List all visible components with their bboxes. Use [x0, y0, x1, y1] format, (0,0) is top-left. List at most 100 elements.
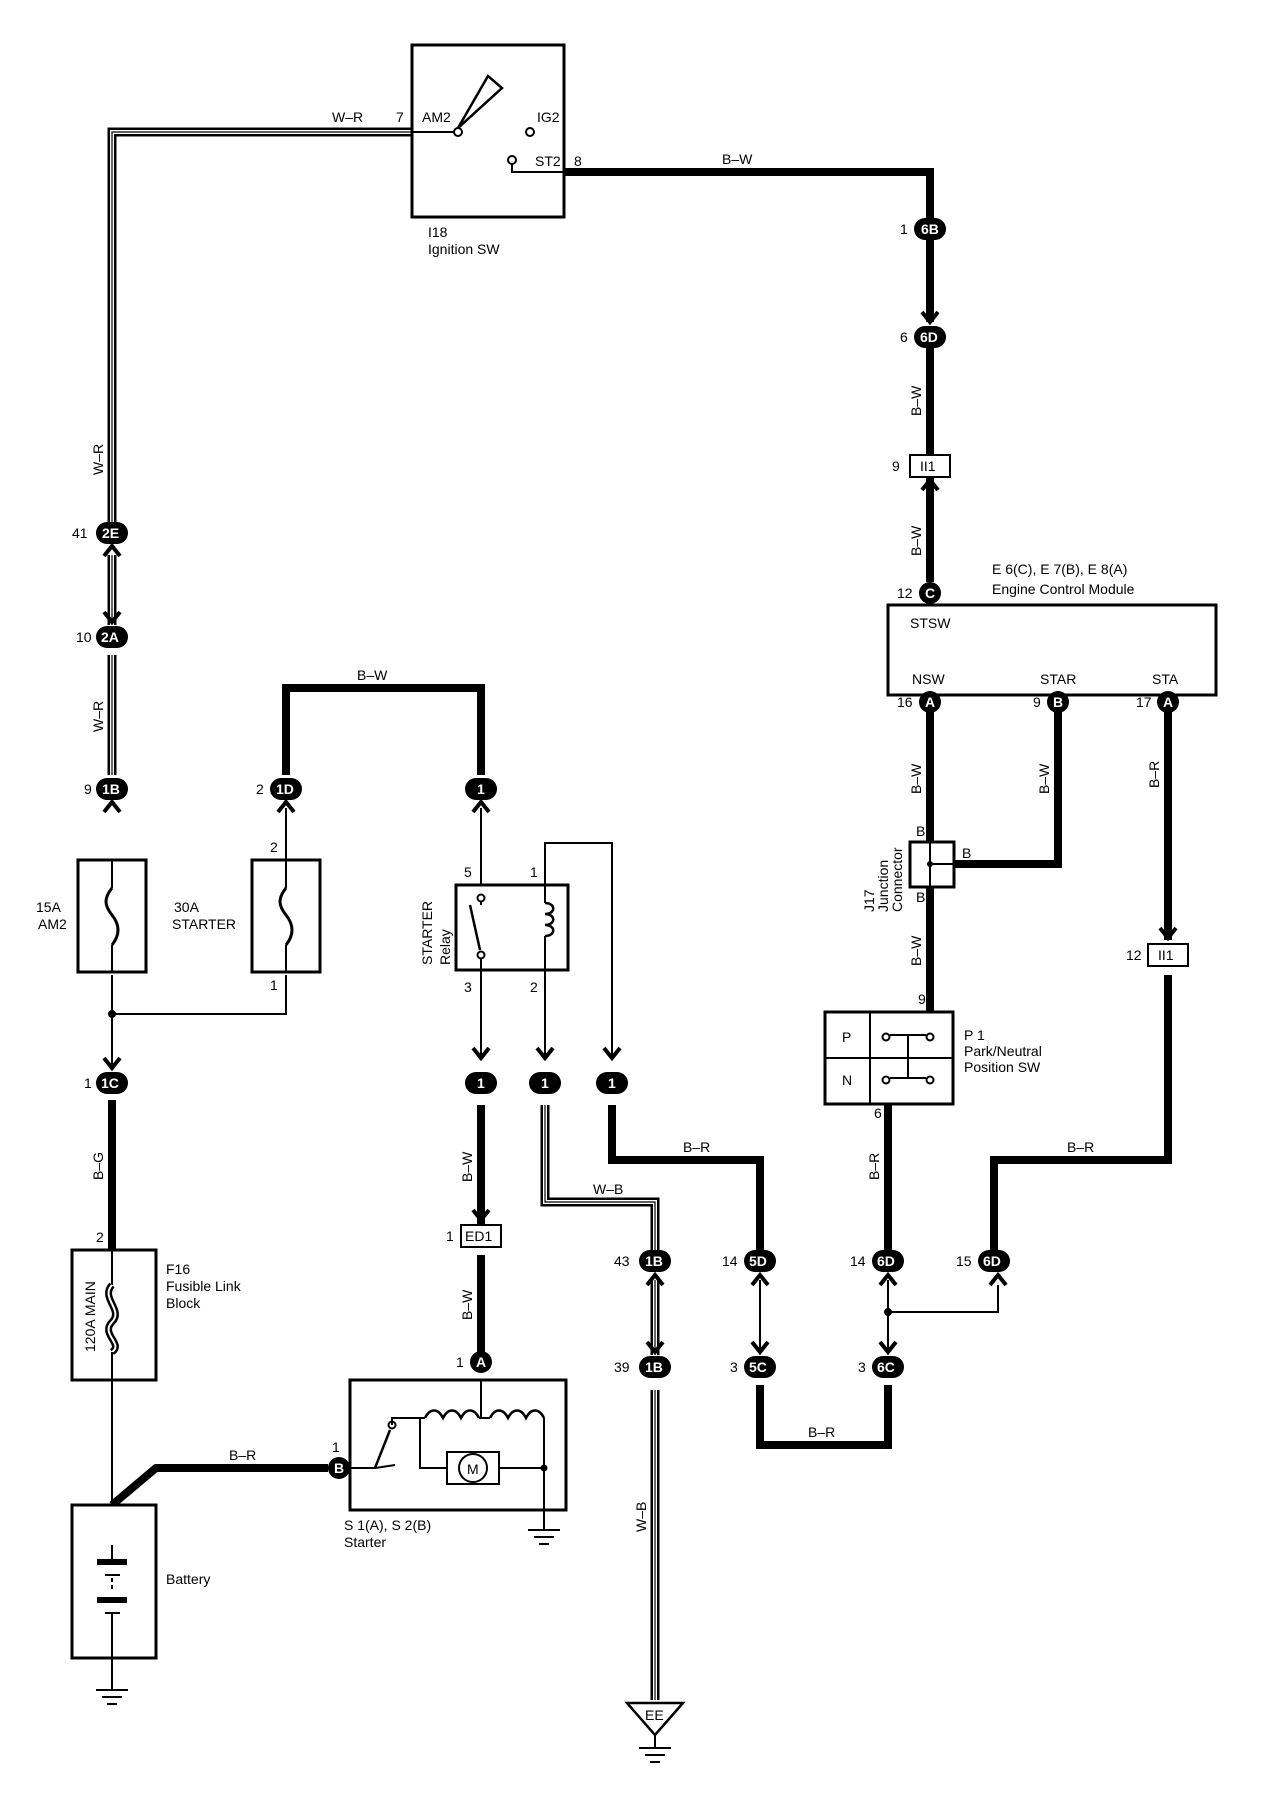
wire-label: W–R: [90, 444, 106, 475]
wire-label: B–G: [90, 1152, 106, 1180]
svg-text:5C: 5C: [749, 1359, 767, 1375]
connector-relay-coil: 1: [596, 1072, 628, 1094]
chevron-icon: [102, 1056, 122, 1072]
pn-pin6: 6: [874, 1105, 882, 1121]
connector-ed1: ED1 1: [446, 1224, 502, 1248]
svg-text:9: 9: [84, 781, 92, 797]
connector-2a: 2A 10: [76, 626, 128, 648]
wire-label: B–R: [1146, 761, 1162, 788]
wire-w-r-am2: [107, 127, 412, 775]
svg-text:14: 14: [722, 1253, 738, 1269]
connector-6d-15: 6D 15: [956, 1250, 1010, 1272]
svg-text:6D: 6D: [983, 1253, 1001, 1269]
chevron-icon: [645, 1340, 665, 1356]
wire-b-w-starter-relay: [282, 684, 485, 775]
jc-sub: Connector: [889, 847, 905, 912]
starter-motor: M S 1(A), S 2(B) Starter: [328, 1378, 568, 1550]
connector-6d-top: 6D 6: [900, 326, 946, 348]
pn-n-label: N: [842, 1072, 852, 1088]
wire-b-r-5c-6c: [756, 1385, 892, 1449]
starter-id: S 1(A), S 2(B): [344, 1517, 431, 1533]
svg-text:1: 1: [446, 1228, 454, 1244]
starter-name: Starter: [344, 1534, 386, 1550]
connector-ii1-sta: II1 12: [1126, 943, 1189, 967]
svg-text:1: 1: [332, 1439, 340, 1455]
svg-text:1D: 1D: [276, 781, 294, 797]
wire-b-r-ii1-6d: [990, 975, 1172, 1250]
svg-text:6D: 6D: [877, 1253, 895, 1269]
ignition-pin-7: 7: [396, 109, 404, 125]
ground-symbol: [528, 1529, 560, 1545]
chevron-icon: [535, 1046, 555, 1062]
fuse-starter: 30A STARTER 2 1: [172, 839, 322, 993]
ecm-stsw-label: STSW: [910, 615, 951, 631]
connector-6d-14: 6D 14: [850, 1250, 904, 1272]
svg-text:1C: 1C: [101, 1075, 119, 1091]
fl-name: Fusible Link: [166, 1278, 242, 1294]
ignition-pin-8: 8: [574, 153, 582, 169]
svg-text:C: C: [925, 585, 935, 601]
svg-text:ED1: ED1: [465, 1228, 492, 1244]
wire-fuse-starter-down: [112, 975, 287, 1015]
ecm-name: Engine Control Module: [992, 581, 1135, 597]
connector-1b: 1B 9: [84, 778, 128, 800]
wire-label: B–W: [459, 1289, 475, 1320]
svg-text:1B: 1B: [645, 1359, 663, 1375]
svg-text:41: 41: [72, 525, 88, 541]
battery-label: Battery: [166, 1571, 210, 1587]
wire-label: W–B: [593, 1181, 623, 1197]
chevron-icon: [102, 610, 122, 626]
chevron-icon: [276, 798, 296, 814]
wire-label: W–R: [90, 701, 106, 732]
svg-text:1B: 1B: [645, 1253, 663, 1269]
wire-relay-coil-1: [544, 842, 613, 1060]
svg-text:6B: 6B: [921, 221, 939, 237]
svg-text:1: 1: [456, 1354, 464, 1370]
fl-rating: 120A MAIN: [82, 1281, 98, 1352]
connector-ecm-star: B 9: [1033, 691, 1069, 713]
svg-text:9: 9: [1033, 694, 1041, 710]
connector-1b-39: 1B 39: [614, 1356, 671, 1378]
wire-label: B–R: [866, 1153, 882, 1180]
battery: Battery: [70, 1503, 210, 1660]
svg-text:3: 3: [858, 1359, 866, 1375]
connector-ecm-nsw: A 16: [897, 691, 941, 713]
wire-label: B–W: [459, 1151, 475, 1182]
svg-text:10: 10: [76, 629, 92, 645]
connector-5d: 5D 14: [722, 1250, 776, 1272]
ignition-st2-label: ST2: [535, 153, 561, 169]
svg-text:17: 17: [1136, 694, 1152, 710]
starter-relay: STARTER Relay 5 1 3 2: [419, 864, 570, 995]
ecm-sta-label: STA: [1152, 671, 1179, 687]
svg-text:1: 1: [608, 1075, 616, 1091]
connector-relay-1: 1: [465, 778, 497, 800]
chevron-icon: [1158, 926, 1178, 942]
ignition-id: I18: [428, 224, 448, 240]
pn-sub: Position SW: [964, 1059, 1041, 1075]
svg-text:2: 2: [256, 781, 264, 797]
svg-text:1: 1: [900, 221, 908, 237]
wire-label: B–W: [908, 525, 924, 556]
chevron-icon: [920, 476, 940, 492]
svg-text:1: 1: [477, 1075, 485, 1091]
wire-label: W–R: [332, 109, 363, 125]
chevron-icon: [878, 1271, 898, 1287]
fl-pin: 2: [96, 1229, 104, 1245]
connector-ecm-sta: A 17: [1136, 691, 1179, 713]
svg-text:16: 16: [897, 694, 913, 710]
relay-pin3: 3: [464, 979, 472, 995]
connector-starter-a: A 1: [456, 1351, 492, 1373]
connector-starter-b: B 1: [328, 1439, 350, 1479]
ecm-star-label: STAR: [1040, 671, 1076, 687]
svg-text:A: A: [1163, 694, 1173, 710]
svg-text:B: B: [334, 1460, 344, 1476]
connector-relay-2: 1: [529, 1072, 561, 1094]
svg-text:1B: 1B: [102, 781, 120, 797]
wire-label: B–W: [1036, 763, 1052, 794]
ecm-nsw-label: NSW: [912, 671, 945, 687]
svg-text:A: A: [476, 1354, 486, 1370]
fuse-starter-pin1: 1: [270, 977, 278, 993]
wire-6d-15: [888, 1285, 999, 1313]
svg-text:1: 1: [541, 1075, 549, 1091]
svg-text:II1: II1: [1158, 947, 1174, 963]
